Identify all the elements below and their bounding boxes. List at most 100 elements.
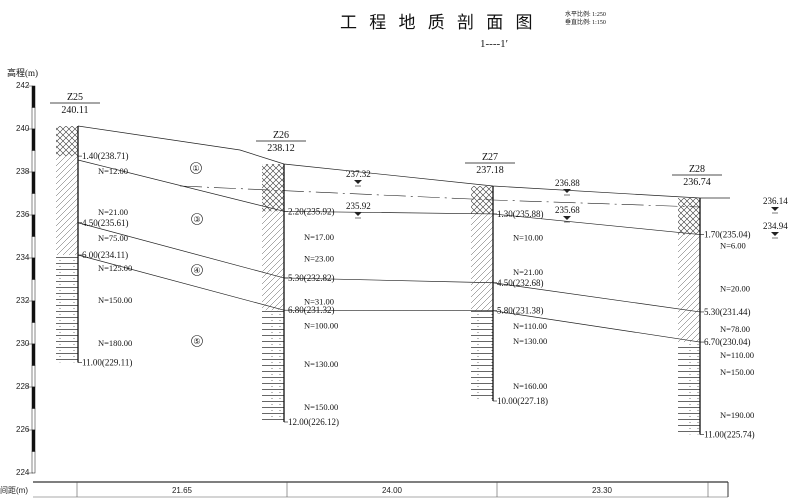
ruler-tick-label: 224 [16, 468, 30, 477]
ruler-tick-label: 238 [16, 167, 30, 176]
depth-label: 6.00(234.11) [82, 250, 128, 260]
distance-cell: 21.65 [172, 486, 193, 495]
depth-label: 4.50(235.61) [82, 218, 129, 228]
ruler-segment [31, 193, 36, 216]
spt-n-value: N=150.00 [98, 295, 132, 305]
ruler-segment [31, 171, 36, 194]
ruler-tick-label: 234 [16, 253, 30, 262]
ruler-tick-label: 240 [16, 124, 30, 133]
spt-n-value: N=125.00 [98, 263, 132, 273]
layer-number: ④ [193, 266, 200, 275]
ruler-segment [31, 429, 36, 452]
water-level-icon [563, 189, 571, 193]
fill-layer [262, 164, 284, 212]
drawing-title: 工 程 地 质 剖 面 图 [340, 13, 537, 32]
ruler-tick-label: 230 [16, 339, 30, 348]
depth-label: 6.80(231.32) [288, 305, 335, 315]
sand-layer [262, 310, 284, 422]
ruler-segment [31, 85, 36, 108]
sand-layer [471, 310, 493, 401]
ruler-segment [31, 386, 36, 409]
water-level-label: 235.68 [555, 205, 580, 215]
spt-n-value: N=20.00 [720, 283, 750, 293]
borehole-id: Z27 [482, 152, 498, 163]
spt-n-value: N=110.00 [513, 321, 547, 331]
depth-label: 5.30(231.44) [704, 307, 751, 317]
ruler-segment [31, 365, 36, 388]
depth-label: 1.30(235.88) [497, 209, 544, 219]
distance-cell: 23.30 [592, 486, 613, 495]
sand-layer [678, 342, 700, 435]
spt-n-value: N=110.00 [720, 350, 754, 360]
borehole-id: Z25 [67, 92, 83, 103]
ruler-segment [31, 451, 36, 474]
depth-label: 11.00(225.74) [704, 430, 755, 440]
clay-layer [56, 156, 78, 255]
ruler-tick-label: 242 [16, 81, 30, 90]
spt-n-value: N=21.00 [98, 207, 128, 217]
borehole-z26: Z26238.122.20(235.92)5.30(232.82)6.80(23… [256, 130, 339, 427]
layer-number: ③ [193, 215, 200, 224]
spt-n-value: N=21.00 [513, 267, 543, 277]
boundary-layer-4 [77, 254, 701, 343]
ruler-segment [31, 279, 36, 302]
distance-cell: 24.00 [382, 486, 403, 495]
ruler-segment [31, 214, 36, 237]
boundary-layer-3 [77, 222, 701, 313]
fill-layer [678, 198, 700, 235]
layer-number-circle [191, 213, 203, 225]
ruler-segment [31, 257, 36, 280]
water-level-icon [563, 216, 571, 220]
spt-n-value: N=150.00 [304, 402, 338, 412]
boreholes: Z25240.111.40(238.71)4.50(235.61)6.00(23… [50, 92, 755, 440]
clay-layer [262, 211, 284, 311]
ground-surface [77, 125, 730, 199]
fill-layer [471, 186, 493, 214]
borehole-z27: Z27237.181.30(235.88)4.50(232.68)5.80(23… [465, 152, 548, 406]
horizontal-scale: 水平比例: 1:250 [565, 10, 606, 18]
stratum-boundaries [77, 125, 730, 343]
spt-n-value: N=190.00 [720, 410, 754, 420]
vertical-scale: 垂直比例: 1:150 [565, 18, 606, 26]
distance-table: 间距(m) 21.65 24.00 23.30 [0, 481, 729, 498]
depth-label: 10.00(227.18) [497, 396, 548, 406]
depth-label: 4.50(232.68) [497, 278, 544, 288]
water-level-label: 234.94 [763, 221, 788, 231]
spt-n-value: N=6.00 [720, 240, 746, 250]
depth-label: 5.30(232.82) [288, 273, 335, 283]
depth-label: 2.20(235.92) [288, 206, 335, 216]
ruler-segment [31, 408, 36, 431]
spt-n-value: N=78.00 [720, 324, 750, 334]
water-level-icon [354, 180, 362, 184]
ruler-tick-label: 226 [16, 425, 30, 434]
ruler-segment [31, 236, 36, 259]
layer-number-circle [191, 335, 203, 347]
ruler-segment [31, 300, 36, 323]
spt-n-value: N=100.00 [304, 320, 338, 330]
borehole-z28: Z28236.741.70(235.04)5.30(231.44)6.70(23… [672, 164, 755, 440]
water-level-label: 236.14 [763, 196, 788, 206]
borehole-elevation: 237.18 [476, 165, 504, 176]
layer-number-circle [191, 264, 203, 276]
water-level-label: 235.92 [346, 201, 371, 211]
borehole-id: Z26 [273, 130, 289, 141]
boundary-layer-1 [77, 159, 701, 235]
borehole-elevation: 236.74 [683, 177, 711, 188]
water-level-icon [771, 232, 779, 236]
layer-number: ⑤ [193, 337, 200, 346]
ruler-tick-label: 236 [16, 210, 30, 219]
ruler-segment [31, 128, 36, 151]
layer-number-circle [190, 162, 202, 174]
ruler-segment [31, 343, 36, 366]
fill-layer [56, 126, 78, 157]
water-level-label: 236.88 [555, 178, 580, 188]
section-label: 1----1′ [480, 38, 508, 50]
spt-n-value: N=31.00 [304, 297, 334, 307]
depth-label: 1.40(238.71) [82, 151, 129, 161]
ruler-segment [31, 322, 36, 345]
sand-layer [56, 255, 78, 363]
depth-label: 11.00(229.11) [82, 358, 132, 368]
borehole-id: Z28 [689, 164, 705, 175]
